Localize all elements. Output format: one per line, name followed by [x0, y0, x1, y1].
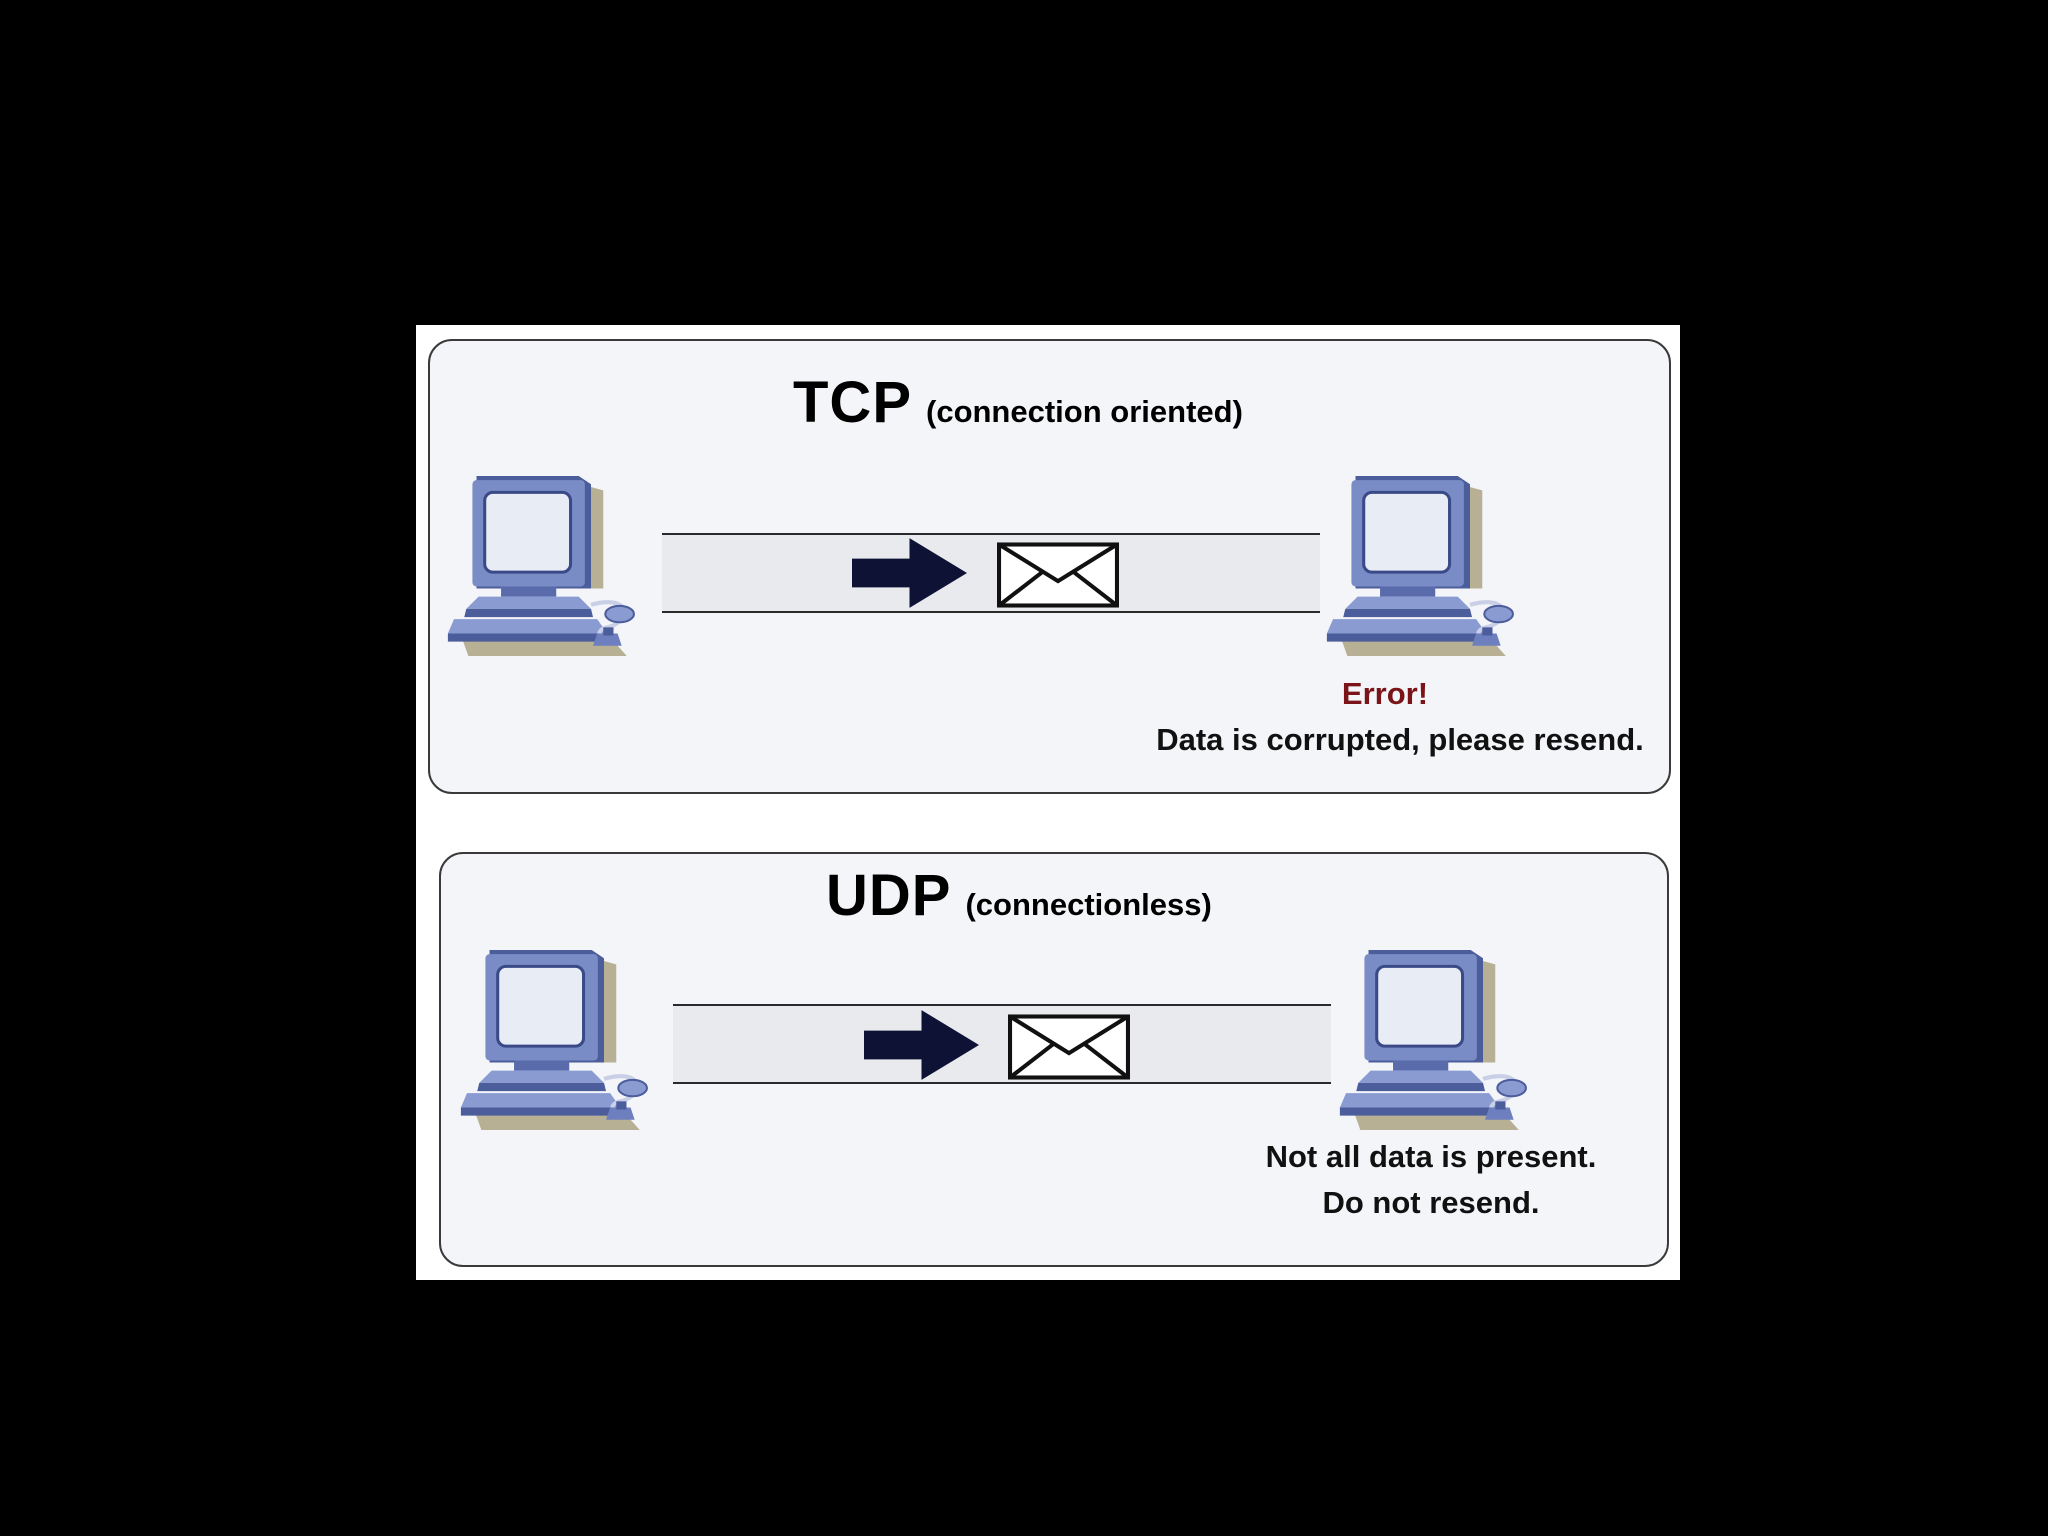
- diagram-figure: TCP (connection oriented) Error! Data is …: [416, 325, 1680, 1280]
- tcp-panel: TCP (connection oriented) Error! Data is …: [428, 339, 1671, 794]
- udp-mode-label: (connectionless): [965, 887, 1212, 922]
- udp-protocol-label: UDP: [826, 863, 952, 928]
- udp-title: UDP (connectionless): [826, 862, 1212, 929]
- tcp-error-label: Error!: [1341, 676, 1429, 711]
- udp-message-line2: Do not resend.: [1322, 1185, 1540, 1220]
- tcp-sender-computer-icon: [440, 474, 650, 658]
- udp-sender-computer-icon: [453, 948, 663, 1132]
- udp-channel: [673, 1004, 1331, 1084]
- tcp-channel: [662, 533, 1320, 613]
- udp-message-line1: Not all data is present.: [1265, 1139, 1597, 1174]
- udp-envelope-icon: [1008, 1014, 1130, 1080]
- udp-right-arrow-icon: [864, 1010, 979, 1080]
- tcp-envelope-icon: [997, 542, 1119, 608]
- tcp-error-message: Data is corrupted, please resend.: [1156, 722, 1644, 757]
- udp-receiver-computer-icon: [1332, 948, 1542, 1132]
- tcp-title: TCP (connection oriented): [793, 369, 1243, 436]
- tcp-receiver-computer-icon: [1319, 474, 1529, 658]
- tcp-mode-label: (connection oriented): [926, 394, 1243, 429]
- udp-panel: UDP (connectionless) Not all data is pres…: [439, 852, 1669, 1267]
- tcp-protocol-label: TCP: [793, 370, 912, 435]
- tcp-right-arrow-icon: [852, 538, 967, 608]
